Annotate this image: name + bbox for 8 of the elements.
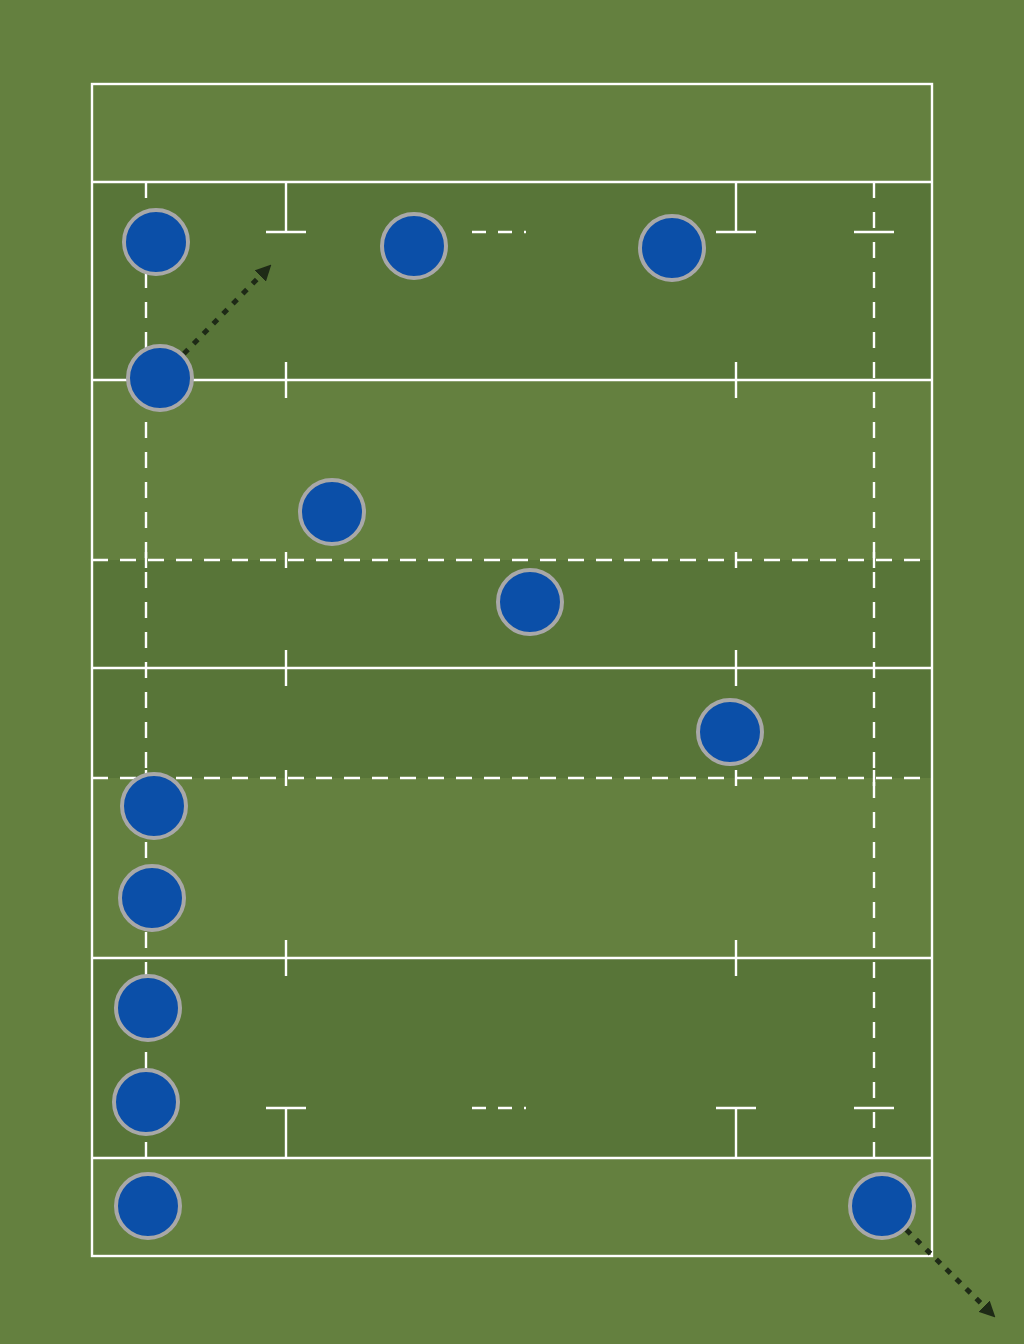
arrow xyxy=(904,1228,996,1318)
player-marker xyxy=(114,1172,182,1240)
player-marker xyxy=(120,772,188,840)
player-marker xyxy=(126,344,194,412)
arrow xyxy=(182,264,272,356)
player-marker xyxy=(298,478,366,546)
player-marker xyxy=(848,1172,916,1240)
player-marker xyxy=(118,864,186,932)
